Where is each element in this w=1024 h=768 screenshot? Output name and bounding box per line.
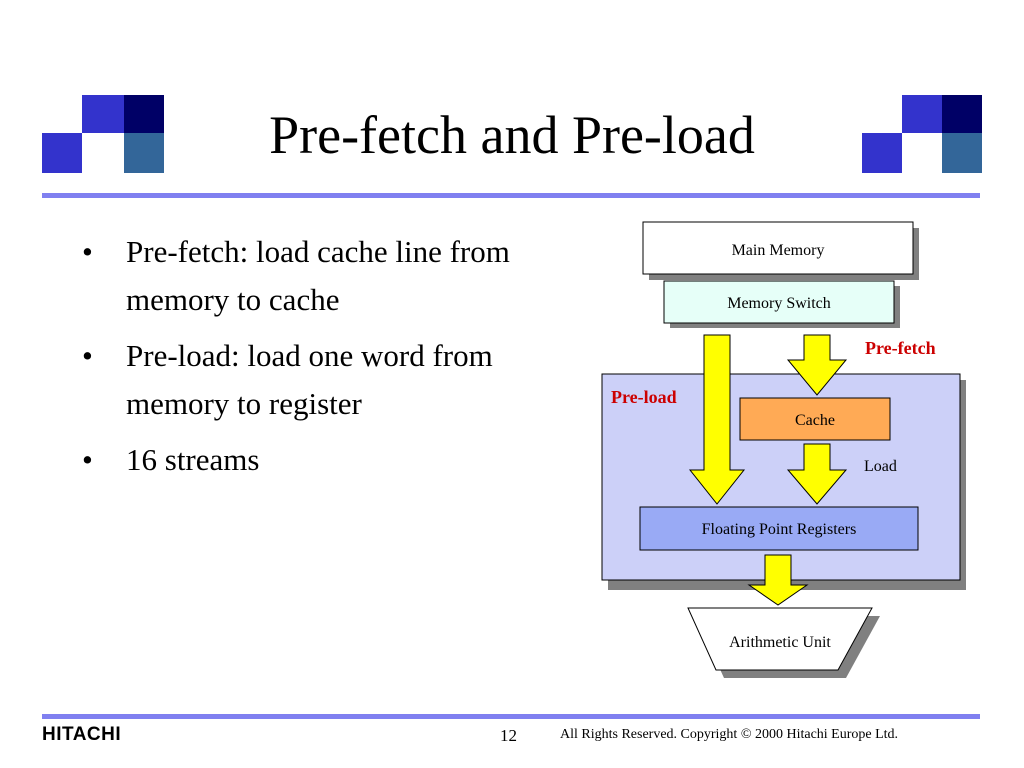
load-arrow xyxy=(786,443,848,505)
fp-registers-label: Floating Point Registers xyxy=(702,521,857,538)
page-number: 12 xyxy=(500,726,517,745)
memory-switch-box: Memory Switch xyxy=(663,280,900,328)
arithmetic-unit-label: Arithmetic Unit xyxy=(729,634,831,651)
main-memory-label: Main Memory xyxy=(732,242,825,259)
slide-title: Pre-fetch and Pre-load xyxy=(269,105,755,165)
bullet-icon: • xyxy=(82,338,93,373)
bullet-text: Pre-load: load one word from memory to r… xyxy=(126,338,493,421)
load-label: Load xyxy=(864,458,897,475)
cache-box: Cache xyxy=(739,397,891,441)
copyright-notice: All Rights Reserved. Copyright © 2000 Hi… xyxy=(560,727,899,742)
prefetch-label: Pre-fetch xyxy=(865,338,936,358)
memory-hierarchy-diagram: Main Memory Memory Switch Pre-fetch Pre-… xyxy=(601,221,966,678)
prefetch-arrow xyxy=(786,334,848,396)
main-memory-box: Main Memory xyxy=(642,221,919,280)
bullet-item: • Pre-load: load one word from memory to… xyxy=(82,332,512,428)
preload-label: Pre-load xyxy=(611,387,677,407)
bullet-icon: • xyxy=(82,234,93,269)
fp-registers-box: Floating Point Registers xyxy=(639,506,919,551)
bullet-icon: • xyxy=(82,442,93,477)
bullet-item: • Pre-fetch: load cache line from memory… xyxy=(82,228,512,324)
hitachi-logo: HITACHI xyxy=(42,724,122,745)
arithmetic-unit-shape: Arithmetic Unit xyxy=(687,607,880,678)
memory-switch-label: Memory Switch xyxy=(727,295,831,312)
cache-label: Cache xyxy=(795,412,835,429)
arithmetic-arrow xyxy=(747,554,809,606)
bullet-text: 16 streams xyxy=(126,442,260,477)
footer-divider xyxy=(42,714,980,719)
title-divider xyxy=(42,193,980,198)
bullet-text: Pre-fetch: load cache line from memory t… xyxy=(126,234,510,317)
preload-arrow xyxy=(688,334,746,505)
bullet-item: • 16 streams xyxy=(82,436,512,484)
bullet-list: • Pre-fetch: load cache line from memory… xyxy=(82,228,512,492)
